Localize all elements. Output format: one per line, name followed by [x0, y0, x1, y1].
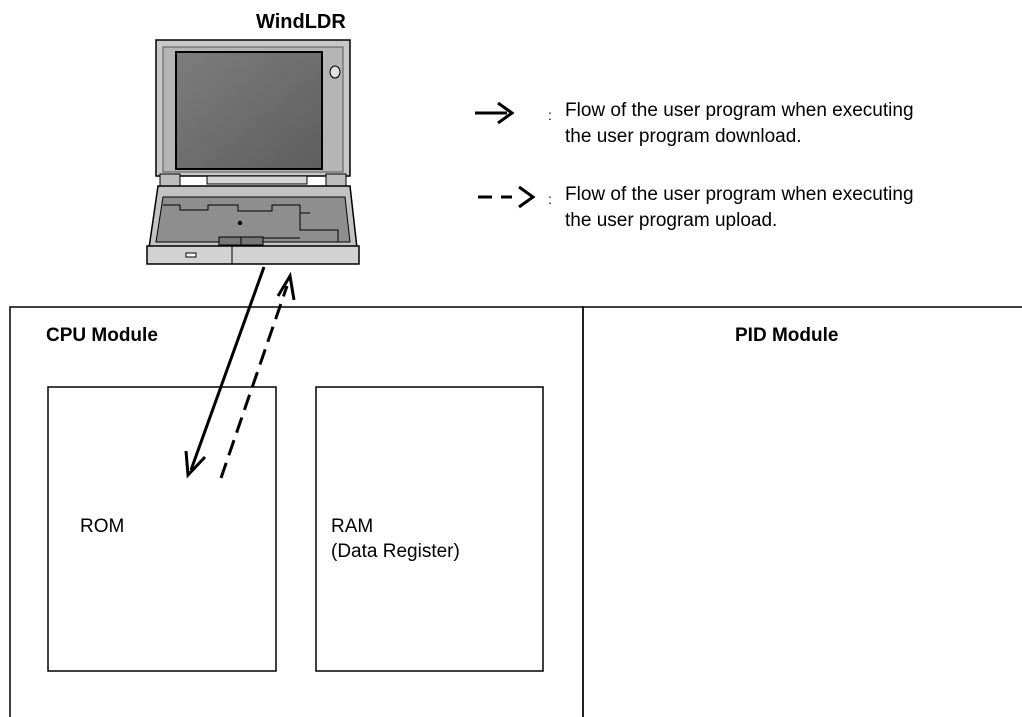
rom-label: ROM: [80, 516, 125, 537]
ram-box: [315, 386, 544, 672]
pid-module-box: [582, 306, 1022, 717]
pc-label: WindLDR: [256, 11, 346, 33]
legend-download-arrow: [475, 101, 515, 125]
legend-upload-line1: Flow of the user program when executing: [565, 184, 914, 205]
legend-colon: :: [548, 191, 552, 207]
ram-sublabel: (Data Register): [331, 541, 460, 562]
cpu-module-box: [9, 306, 584, 717]
pid-module-title: PID Module: [735, 325, 839, 346]
legend-upload-line2: the user program upload.: [565, 210, 778, 231]
legend-colon: :: [548, 107, 552, 123]
laptop-icon: [146, 39, 360, 265]
download-flow-arrow: [184, 266, 266, 479]
legend-download-line2: the user program download.: [565, 126, 802, 147]
ram-label: RAM: [331, 516, 374, 537]
legend-upload-arrow: [478, 185, 536, 209]
upload-flow-arrow: [219, 271, 296, 479]
cpu-module-title: CPU Module: [46, 325, 158, 346]
legend-download-line1: Flow of the user program when executing: [565, 100, 914, 121]
rom-box: [47, 386, 277, 672]
